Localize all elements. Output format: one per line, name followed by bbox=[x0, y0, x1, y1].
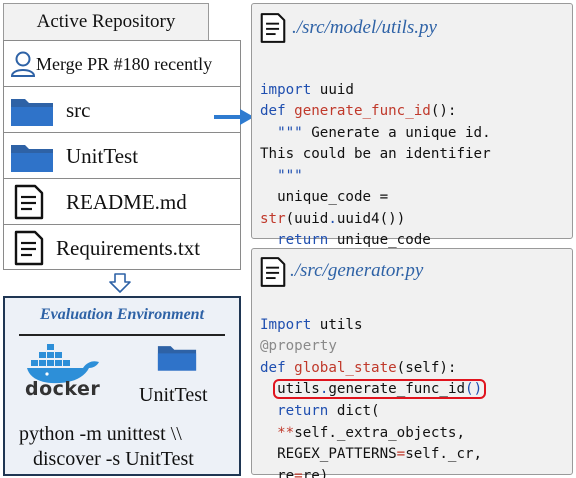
code-line: """ Generate a unique id. bbox=[277, 124, 491, 141]
repository-panel: Merge PR #180 recently src UnitTest RE bbox=[3, 40, 241, 270]
folder-icon bbox=[157, 346, 197, 371]
code-block-utils: import uuid def generate_func_id(): """ … bbox=[260, 58, 491, 252]
list-item-readme[interactable]: README.md bbox=[4, 179, 240, 225]
file-path-generator: ./src/generator.py bbox=[290, 260, 424, 281]
highlighted-call: utils.generate_func_id() bbox=[273, 379, 487, 400]
code-line: re=re) bbox=[260, 467, 329, 478]
file-path-utils: ./src/model/utils.py bbox=[292, 17, 437, 38]
code-line: return unique_code bbox=[277, 232, 431, 248]
docker-label: docker bbox=[25, 378, 101, 400]
code-line: REGEX_PATTERNS=self._cr, bbox=[260, 446, 483, 463]
folder-icon bbox=[11, 145, 53, 172]
commit-label: Merge PR #180 recently bbox=[36, 54, 213, 74]
code-line: import uuid bbox=[260, 81, 354, 98]
environment-folder-label: UnitTest bbox=[139, 384, 208, 406]
document-icon bbox=[14, 230, 44, 266]
code-panel-generator: ./src/generator.py Import utils @propert… bbox=[251, 248, 573, 478]
code-panel-utils: ./src/model/utils.py import uuid def gen… bbox=[251, 3, 573, 248]
arrow-right-icon bbox=[214, 109, 254, 125]
code-line: utils.generate_func_id() bbox=[260, 379, 487, 400]
code-line: This could be an identifier bbox=[260, 146, 491, 162]
code-line: def global_state(self): bbox=[260, 359, 457, 376]
command-line-1: python -m unittest \\ bbox=[19, 423, 182, 445]
folder-icon bbox=[11, 99, 53, 126]
list-item-commit: Merge PR #180 recently bbox=[4, 41, 240, 87]
code-line: def generate_func_id(): bbox=[260, 103, 457, 119]
requirements-label: Requirements.txt bbox=[56, 236, 201, 260]
code-line: return dict( bbox=[277, 402, 380, 419]
code-block-generator: Import utils @property def global_state(… bbox=[260, 293, 487, 478]
list-item-requirements[interactable]: Requirements.txt bbox=[4, 225, 240, 271]
active-repository-tab: Active Repository bbox=[3, 3, 209, 41]
code-line: **self._extra_objects, bbox=[277, 424, 466, 441]
code-line: unique_code = bbox=[260, 189, 389, 205]
list-item-unittest[interactable]: UnitTest bbox=[4, 133, 240, 179]
environment-title: Evaluation Environment bbox=[39, 306, 205, 323]
code-line: @property bbox=[260, 338, 337, 355]
list-item-src[interactable]: src bbox=[4, 87, 240, 133]
evaluation-environment: Evaluation Environment docker UnitTest p… bbox=[3, 296, 241, 476]
code-line: Import utils bbox=[260, 316, 363, 333]
unittest-label: UnitTest bbox=[66, 144, 139, 168]
command-line-2: discover -s UnitTest bbox=[33, 448, 194, 470]
document-icon bbox=[260, 13, 286, 43]
src-label: src bbox=[66, 98, 91, 122]
code-line: str(uuid.uuid4()) bbox=[260, 210, 406, 227]
arrow-down-icon bbox=[109, 273, 131, 293]
docker-whale-icon bbox=[27, 344, 99, 384]
document-icon bbox=[260, 257, 286, 287]
readme-label: README.md bbox=[66, 190, 187, 214]
user-icon bbox=[10, 51, 36, 77]
code-line: """ bbox=[277, 167, 303, 184]
divider bbox=[19, 334, 225, 336]
document-icon bbox=[14, 184, 44, 220]
